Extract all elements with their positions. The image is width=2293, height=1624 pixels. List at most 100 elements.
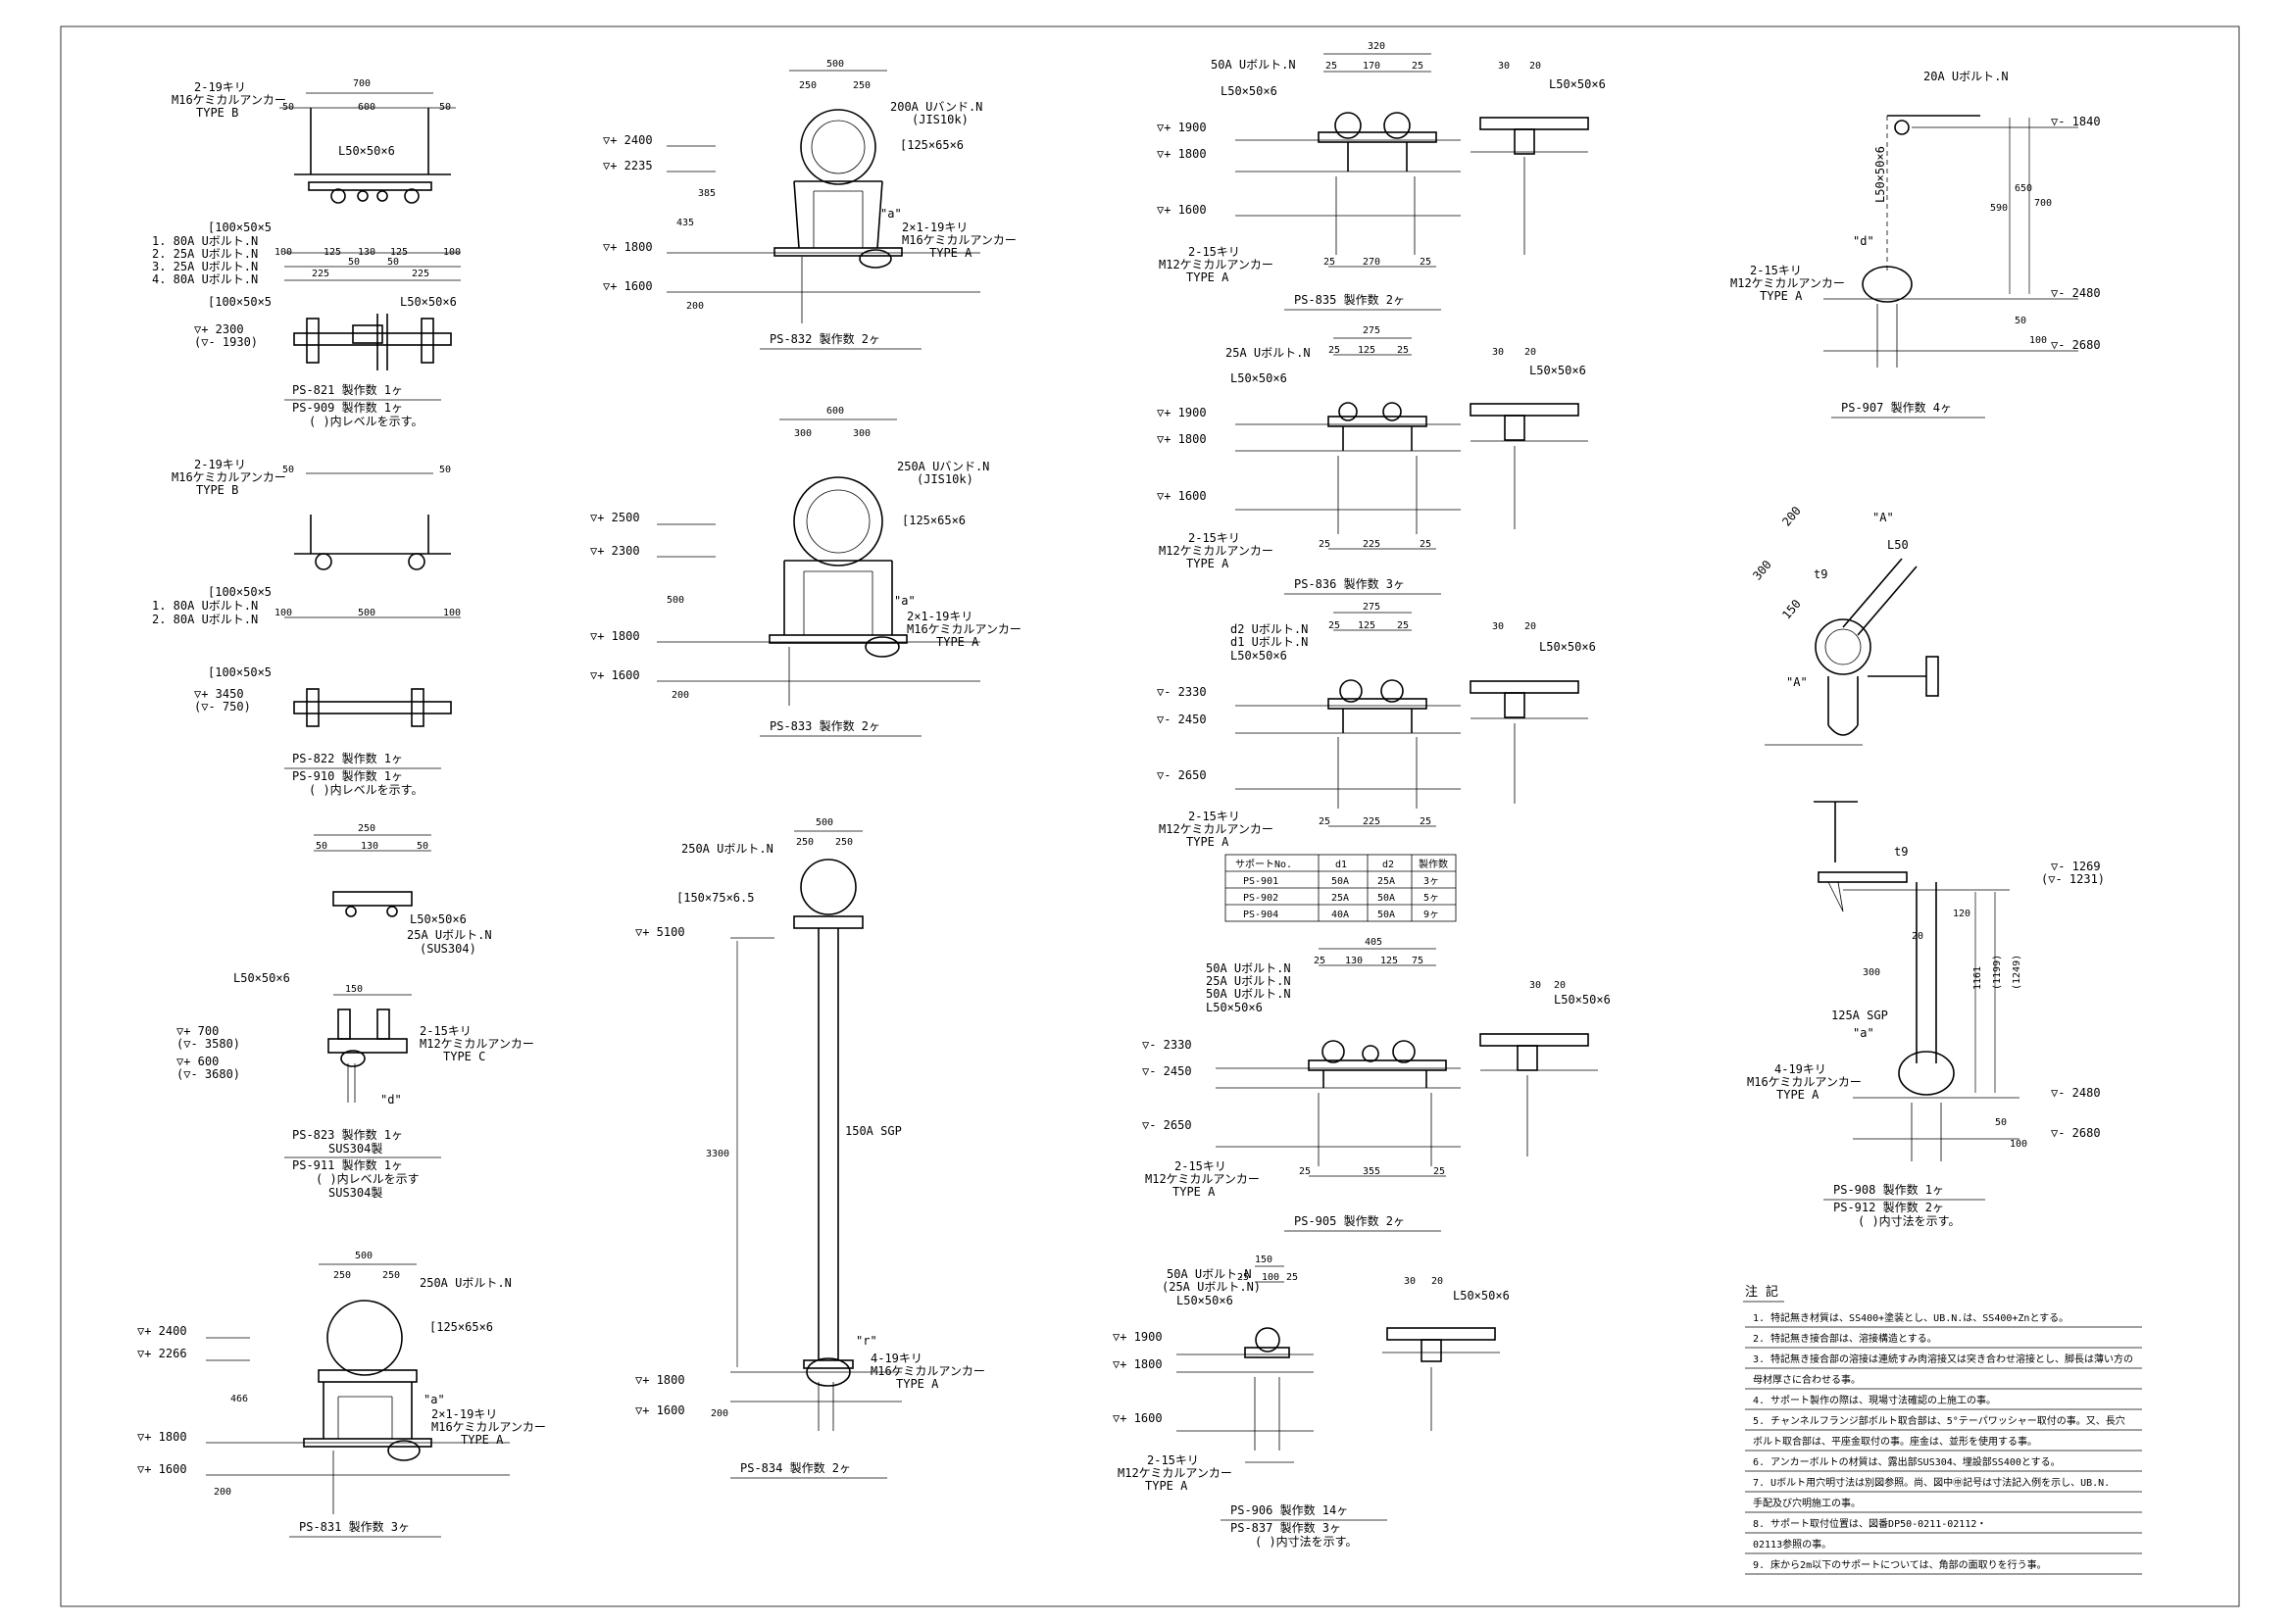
dim-text: 590 xyxy=(1990,203,2008,214)
dim-text: 435 xyxy=(676,218,694,228)
table-header: サポートNo. xyxy=(1235,859,1292,870)
label: ▽+ 2300 xyxy=(194,322,244,336)
dim-text: 500 xyxy=(667,595,684,606)
ps905-drawing xyxy=(1216,948,1598,1177)
note-item: 5. チャンネルフランジ部ボルト取合部は、5°テーパワッシャー取付の事。又、長穴 xyxy=(1753,1414,2125,1427)
dim-text: 100 xyxy=(2029,335,2047,346)
label: (▽- 3580) xyxy=(176,1037,240,1051)
ps907-drawing xyxy=(1823,115,2078,368)
label: ▽- 2680 xyxy=(2051,1126,2101,1140)
dim-text: 125 xyxy=(1358,345,1375,356)
dim-text: 125 xyxy=(1380,956,1398,966)
table-cell: 5ヶ xyxy=(1423,893,1439,904)
dim-text: 500 xyxy=(355,1251,373,1261)
label: ▽- 2330 xyxy=(1142,1038,1192,1052)
dim-text: 275 xyxy=(1363,602,1380,613)
notes-title: 注 記 xyxy=(1745,1284,1778,1300)
label: ▽+ 5100 xyxy=(635,925,685,939)
label: [100×50×5 xyxy=(208,221,272,234)
label: 2-15キリ xyxy=(1188,810,1240,823)
dim-text: 466 xyxy=(230,1394,248,1404)
ps823-drawing xyxy=(314,834,431,1103)
label: M16ケミカルアンカー xyxy=(902,233,1017,247)
dim-text: 700 xyxy=(2034,198,2052,209)
table-cell: 25A xyxy=(1331,893,1349,904)
label: ▽+ 1600 xyxy=(1157,203,1207,217)
dim-text: 700 xyxy=(353,78,371,89)
dim-text: 150 xyxy=(1255,1255,1272,1265)
dim-text: 25 xyxy=(1433,1166,1445,1177)
ps821-dims: 700 50 600 50 100 125 130 125 100 225 50… xyxy=(274,78,461,279)
label: TYPE A xyxy=(1186,557,1229,570)
dim-text: 250 xyxy=(835,837,853,848)
label: "d" xyxy=(1853,234,1874,248)
dim-text: 30 xyxy=(1492,347,1504,358)
label: 2-15キリ xyxy=(1174,1159,1226,1173)
label: ▽+ 1800 xyxy=(1157,432,1207,446)
label: ▽+ 1600 xyxy=(603,279,653,293)
ps823-labels: L50×50×6 25A Uボルト.N (SUS304) L50×50×6 2-… xyxy=(176,912,534,1200)
label: TYPE A xyxy=(1145,1479,1188,1493)
ps832-drawing xyxy=(667,70,980,323)
label: L50×50×6 xyxy=(400,295,457,309)
table-cell: PS-904 xyxy=(1243,910,1278,920)
ps908-labels: t9 125A SGP "a" 4-19キリ M16ケミカルアンカー TYPE … xyxy=(1747,845,2105,1228)
label: (SUS304) xyxy=(420,942,476,956)
ps835-drawing xyxy=(1235,53,1589,268)
dim-text: 50 xyxy=(417,841,428,852)
label: L50×50×6 xyxy=(1549,77,1606,91)
dim-text: 275 xyxy=(1363,325,1380,336)
ps905-dims: 405 25 130 125 75 25 355 25 30 20 xyxy=(1299,937,1566,1177)
note-item: 1. 特記無き材質は、SS400+塗装とし、UB.N.は、SS400+Znとする… xyxy=(1753,1311,2069,1324)
dim-text: 50 xyxy=(1995,1117,2007,1128)
dim-text: 300 xyxy=(853,428,871,439)
label: 250A Uボルト.N xyxy=(420,1276,512,1290)
table-cell: 25A xyxy=(1377,876,1395,887)
label: [150×75×6.5 xyxy=(676,891,754,905)
label: L50×50×6 xyxy=(1230,371,1287,385)
dim-text: 50 xyxy=(282,102,294,113)
ps908-dims: 300 120 20 1161 (1199) (1249) 50 100 xyxy=(1863,909,2027,1150)
ps833-labels: 250A Uバンド.N (JIS10k) [125×65×6 "a" 2×1-1… xyxy=(590,460,1022,737)
ps831-drawing xyxy=(206,1263,510,1514)
label: 2×1-19キリ xyxy=(431,1407,497,1421)
dim-text: 20 xyxy=(1431,1276,1443,1287)
label: 25A Uボルト.N xyxy=(407,928,492,942)
note-item: 母材厚さに合わせる事。 xyxy=(1753,1373,1861,1386)
dim-text: 25 xyxy=(1328,620,1340,631)
dim-text: 30 xyxy=(1529,980,1541,991)
ps905-labels: 50A Uボルト.N 25A Uボルト.N 50A Uボルト.N L50×50×… xyxy=(1142,961,1611,1232)
dim-text: 200 xyxy=(214,1487,231,1498)
dim-text: 25 xyxy=(1397,345,1409,356)
ps836-labels: 25A Uボルト.N L50×50×6 L50×50×6 ▽+ 1900 ▽+ … xyxy=(1157,346,1586,595)
label: L50×50×6 xyxy=(1453,1289,1510,1303)
label: L50×50×6 xyxy=(1873,146,1887,203)
caption: PS-823 製作数 1ヶ xyxy=(292,1127,403,1142)
label: L50×50×6 xyxy=(1539,640,1596,654)
ps901-dims: 275 25 125 25 25 225 25 30 20 xyxy=(1319,602,1536,827)
label: d2 Uボルト.N xyxy=(1230,622,1308,636)
label: TYPE B xyxy=(196,106,238,120)
label: 2-19キリ xyxy=(194,458,246,471)
label: TYPE A xyxy=(1186,835,1229,849)
dim-text: 270 xyxy=(1363,257,1380,268)
caption: PS-834 製作数 2ヶ xyxy=(740,1460,851,1475)
label: 1. 80A Uボルト.N xyxy=(152,234,258,248)
table-cell: 9ヶ xyxy=(1423,910,1439,920)
label: 300 xyxy=(1750,558,1774,583)
label: ▽- 1840 xyxy=(2051,115,2101,128)
dim-text: 25 xyxy=(1286,1272,1298,1283)
general-notes: 注 記 1. 特記無き材質は、SS400+塗装とし、UB.N.は、SS400+Z… xyxy=(1743,1284,2142,1575)
caption: PS-821 製作数 1ヶ xyxy=(292,382,403,397)
note-item: 2. 特記無き接合部は、溶接構造とする。 xyxy=(1753,1332,1937,1345)
table-cell: 50A xyxy=(1377,893,1395,904)
ps835-dims: 320 25 170 25 25 270 25 30 20 xyxy=(1323,41,1541,268)
label: 200A Uバンド.N xyxy=(890,100,982,114)
note: ( )内寸法を示す。 xyxy=(1858,1214,1960,1228)
dim-text: 50 xyxy=(316,841,327,852)
dim-text: 50 xyxy=(387,257,399,268)
label: 200 xyxy=(1779,504,1804,529)
dim-text: 600 xyxy=(826,406,844,417)
dim-text: 385 xyxy=(698,188,716,199)
caption: PS-907 製作数 4ヶ xyxy=(1841,400,1952,415)
